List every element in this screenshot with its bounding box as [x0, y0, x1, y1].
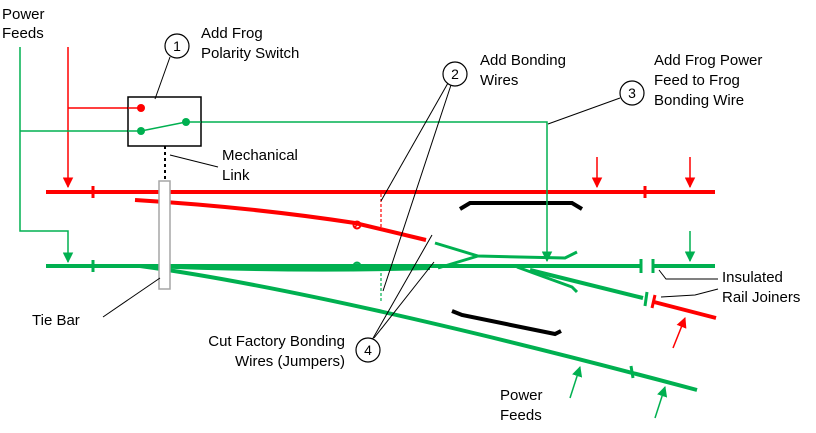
- leader-step3: [547, 97, 621, 125]
- green-feed-arrow-diverging: [654, 386, 668, 419]
- leader-step4-b: [373, 261, 435, 339]
- power-feeds-top-label: Power: [2, 6, 45, 23]
- frog-straight-to-joiner: [529, 268, 644, 300]
- callout-1-circle: [164, 33, 190, 59]
- red-feed-arrow-diverging: [672, 317, 687, 349]
- callout-3-number: 3: [628, 85, 636, 101]
- guard-rail-upper: [458, 201, 584, 211]
- leader-step2-b: [382, 84, 452, 292]
- leader-mech-link: [169, 154, 219, 168]
- green-feed-arrow-diverging: [569, 366, 583, 399]
- frog-feed-wire: [186, 121, 553, 263]
- cut-jumper-red-slash: [353, 221, 361, 229]
- red-point-rail: [134, 198, 427, 242]
- green-power-feed-wire: [19, 47, 74, 264]
- leader-step1: [154, 56, 171, 100]
- frog-rail-lower: [437, 254, 479, 270]
- callout-2-circle: [442, 61, 468, 87]
- power-feeds-bottom-label: Feeds: [500, 407, 542, 424]
- red-joiner-mark: [650, 294, 657, 309]
- step2-label: Add Bonding: [480, 52, 566, 69]
- guard-rail-lower: [451, 309, 562, 337]
- step3-label: Feed to Frog: [654, 72, 740, 89]
- power-feeds-bottom-label: Power: [500, 387, 543, 404]
- rail-joiner-tick: [629, 365, 635, 379]
- callout-4-circle: [355, 337, 381, 363]
- tie-bar-label: Tie Bar: [32, 312, 80, 329]
- step3-label: Bonding Wire: [654, 92, 744, 109]
- leader-insulated: [658, 269, 718, 280]
- red-diverging-rail-end: [653, 300, 717, 320]
- step3-label: Add Frog Power: [654, 52, 762, 69]
- mechanical-link-label: Link: [222, 167, 250, 184]
- switch-lever: [140, 121, 187, 132]
- power-feeds-top-label: Feeds: [2, 25, 44, 42]
- leader-insulated: [660, 288, 719, 298]
- cut-jumper-red: [352, 220, 362, 230]
- callout-4-number: 4: [364, 342, 372, 358]
- insulated-joiners-label: Rail Joiners: [722, 289, 800, 306]
- step1-label: Add Frog: [201, 25, 263, 42]
- callout-2-number: 2: [451, 66, 459, 82]
- cut-bonding-label: Cut Factory Bonding: [208, 333, 345, 350]
- tie-bar: [158, 180, 171, 290]
- callout-1-number: 1: [173, 38, 181, 54]
- frog-rail-upper: [434, 241, 578, 260]
- leader-tie-bar: [102, 277, 161, 318]
- leader-step2-a: [380, 82, 449, 202]
- mechanical-link-label: Mechanical: [222, 147, 298, 164]
- frog-diverging-rail: [516, 265, 579, 294]
- green-point-rail: [149, 264, 431, 272]
- step1-label: Polarity Switch: [201, 45, 299, 62]
- green-to-red-joiner-mark: [643, 291, 649, 307]
- callout-3-circle: [619, 80, 645, 106]
- leader-step4-a: [371, 234, 433, 341]
- switch-terminal-red: [137, 104, 145, 112]
- step2-label: Wires: [480, 72, 518, 89]
- diverging-green-stock-rail: [139, 264, 698, 392]
- cut-bonding-label: Wires (Jumpers): [235, 353, 345, 370]
- insulated-joiners-label: Insulated: [722, 269, 783, 286]
